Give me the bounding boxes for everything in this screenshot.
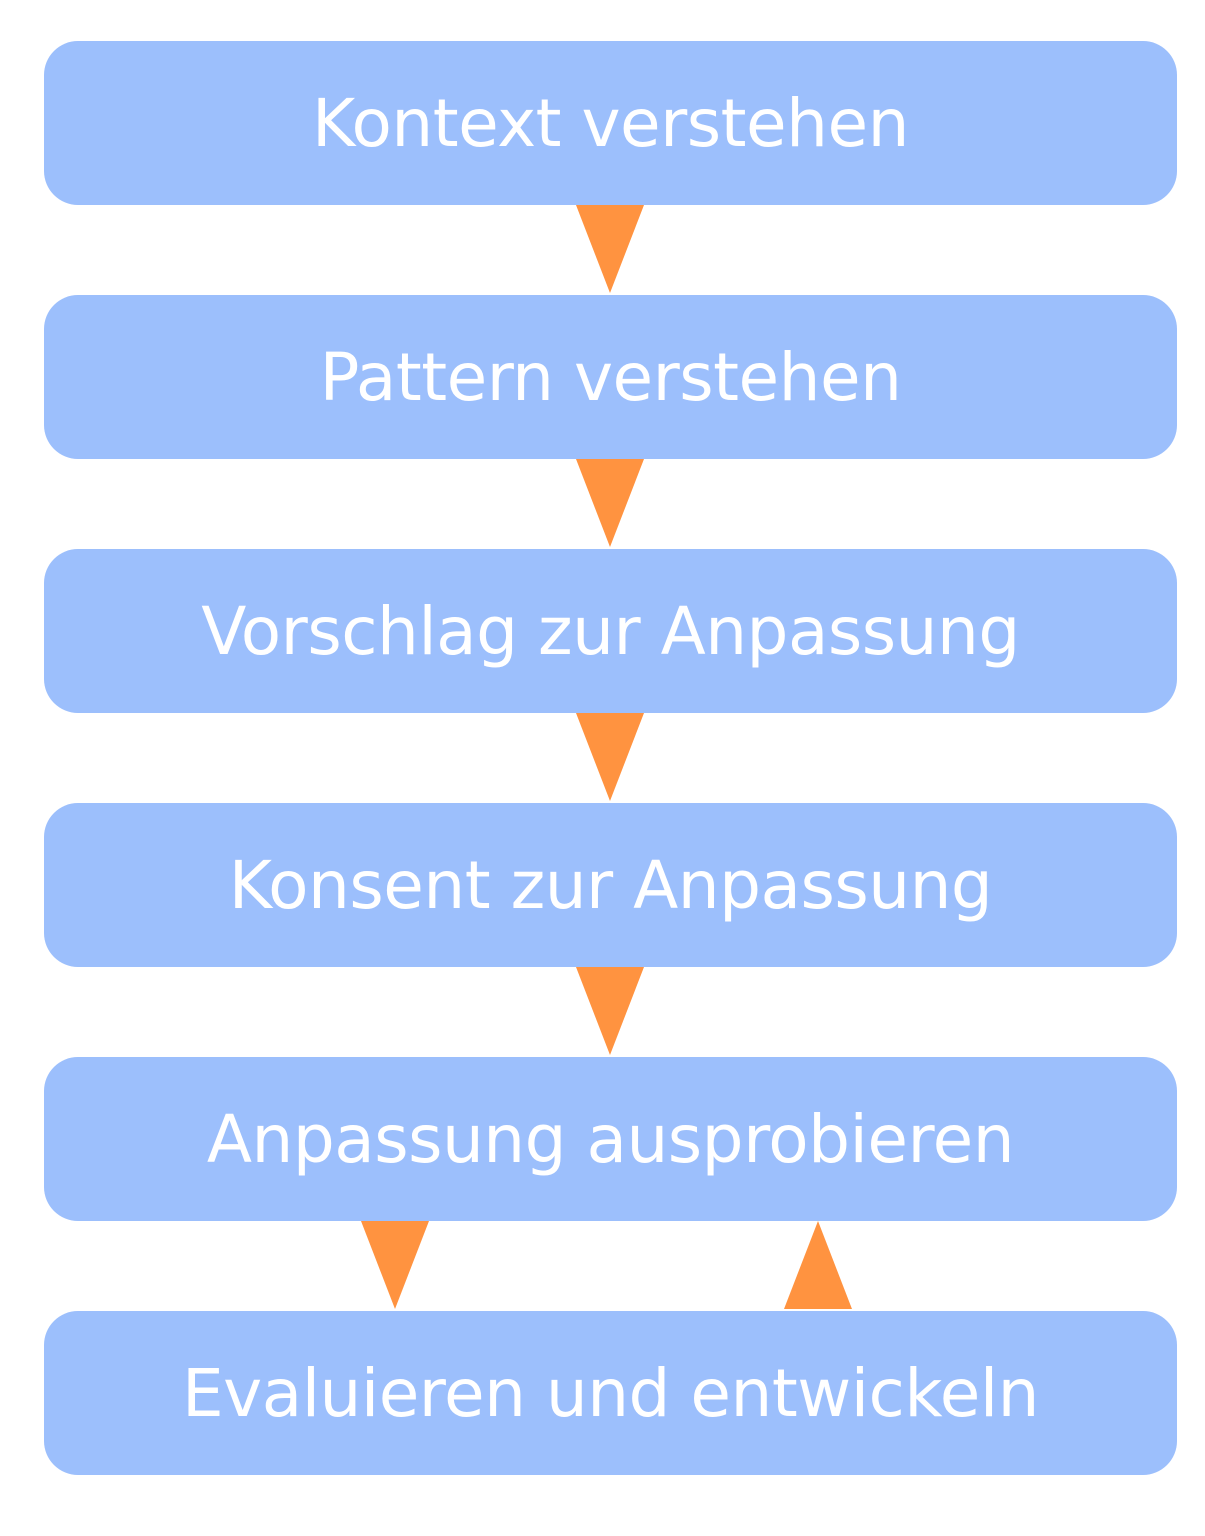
step-konsent-zur-anpassung: Konsent zur Anpassung — [44, 803, 1177, 967]
arrow-up-6-to-5 — [784, 1221, 852, 1309]
arrow-down-4-to-5 — [576, 967, 644, 1055]
arrow-down-5-to-6 — [361, 1221, 429, 1309]
step-anpassung-ausprobieren: Anpassung ausprobieren — [44, 1057, 1177, 1221]
step-vorschlag-zur-anpassung: Vorschlag zur Anpassung — [44, 549, 1177, 713]
arrow-down-1-to-2 — [576, 205, 644, 293]
step-evaluieren-und-entwickeln: Evaluieren und entwickeln — [44, 1311, 1177, 1475]
arrow-down-3-to-4 — [576, 713, 644, 801]
arrow-down-2-to-3 — [576, 459, 644, 547]
step-kontext-verstehen: Kontext verstehen — [44, 41, 1177, 205]
step-pattern-verstehen: Pattern verstehen — [44, 295, 1177, 459]
